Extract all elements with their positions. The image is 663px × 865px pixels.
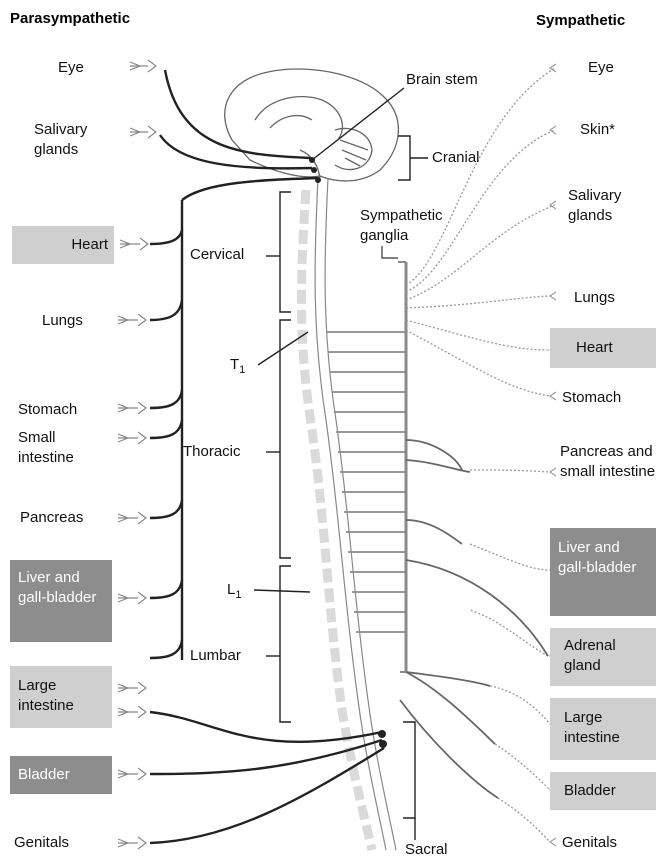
symp-target-liver: Liver and gall-bladder: [558, 538, 650, 578]
sympathetic-chain: [382, 246, 406, 672]
symp-target-genitals: Genitals: [562, 833, 617, 853]
para-target-salivary-glands: Salivary glands: [34, 120, 114, 160]
para-target-liver: Liver and gall-bladder: [18, 568, 98, 608]
symp-target-stomach: Stomach: [562, 388, 621, 408]
para-target-eye: Eye: [58, 58, 84, 78]
symp-target-large-intestine-box: Large intestine: [550, 698, 656, 760]
para-target-genitals: Genitals: [14, 833, 69, 853]
t1-label: T1: [230, 355, 245, 380]
para-target-pancreas: Pancreas: [20, 508, 83, 528]
l1-label: L1: [227, 580, 241, 605]
sympathetic-header: Sympathetic: [536, 12, 625, 29]
symp-target-bladder: Bladder: [564, 781, 616, 801]
sympathetic-postganglionic-fibers: [406, 68, 555, 842]
para-target-stomach: Stomach: [18, 400, 77, 420]
para-target-large-intestine-box: Large intestine: [10, 666, 112, 728]
cranial-label: Cranial: [432, 148, 480, 168]
sympathetic-preganglionic-fibers: [326, 332, 406, 632]
para-target-heart-box: Heart: [12, 226, 114, 264]
para-target-heart: Heart: [71, 235, 108, 255]
symp-target-adrenal-gland: Adrenal gland: [564, 636, 644, 676]
symp-target-skin: Skin*: [580, 120, 615, 140]
symp-target-salivary-glands: Salivary glands: [568, 186, 648, 226]
symp-target-eye: Eye: [588, 58, 614, 78]
symp-target-bladder-box: Bladder: [550, 772, 656, 810]
symp-target-large-intestine: Large intestine: [564, 708, 654, 748]
sympathetic-splanchnic-fibers: [400, 440, 548, 798]
thoracic-label: Thoracic: [183, 442, 241, 462]
para-target-small-intestine: Small intestine: [18, 428, 108, 468]
parasympathetic-ganglia: [118, 60, 156, 849]
lumbar-label: Lumbar: [190, 646, 241, 666]
symp-target-heart-box: Heart: [550, 328, 656, 368]
sacral-label: Sacral: [405, 840, 448, 860]
brain-stem-label: Brain stem: [406, 70, 478, 90]
region-brackets: [254, 88, 428, 840]
para-target-large-intestine: Large intestine: [18, 676, 108, 716]
brain-outline: [225, 69, 399, 181]
symp-target-pancreas-small-intestine: Pancreas and small intestine: [560, 442, 660, 482]
symp-target-lungs: Lungs: [574, 288, 615, 308]
parasympathetic-header: Parasympathetic: [10, 10, 130, 27]
symp-target-adrenal-box: Adrenal gland: [550, 628, 656, 686]
symp-target-liver-box: Liver and gall-bladder: [550, 528, 656, 616]
cervical-label: Cervical: [190, 245, 244, 265]
symp-target-heart: Heart: [576, 338, 613, 358]
sympathetic-ganglia-label: Sympathetic ganglia: [360, 206, 470, 246]
para-target-lungs: Lungs: [42, 311, 83, 331]
para-target-bladder-box: Bladder: [10, 756, 112, 794]
para-target-liver-box: Liver and gall-bladder: [10, 560, 112, 642]
para-target-bladder: Bladder: [18, 765, 70, 785]
